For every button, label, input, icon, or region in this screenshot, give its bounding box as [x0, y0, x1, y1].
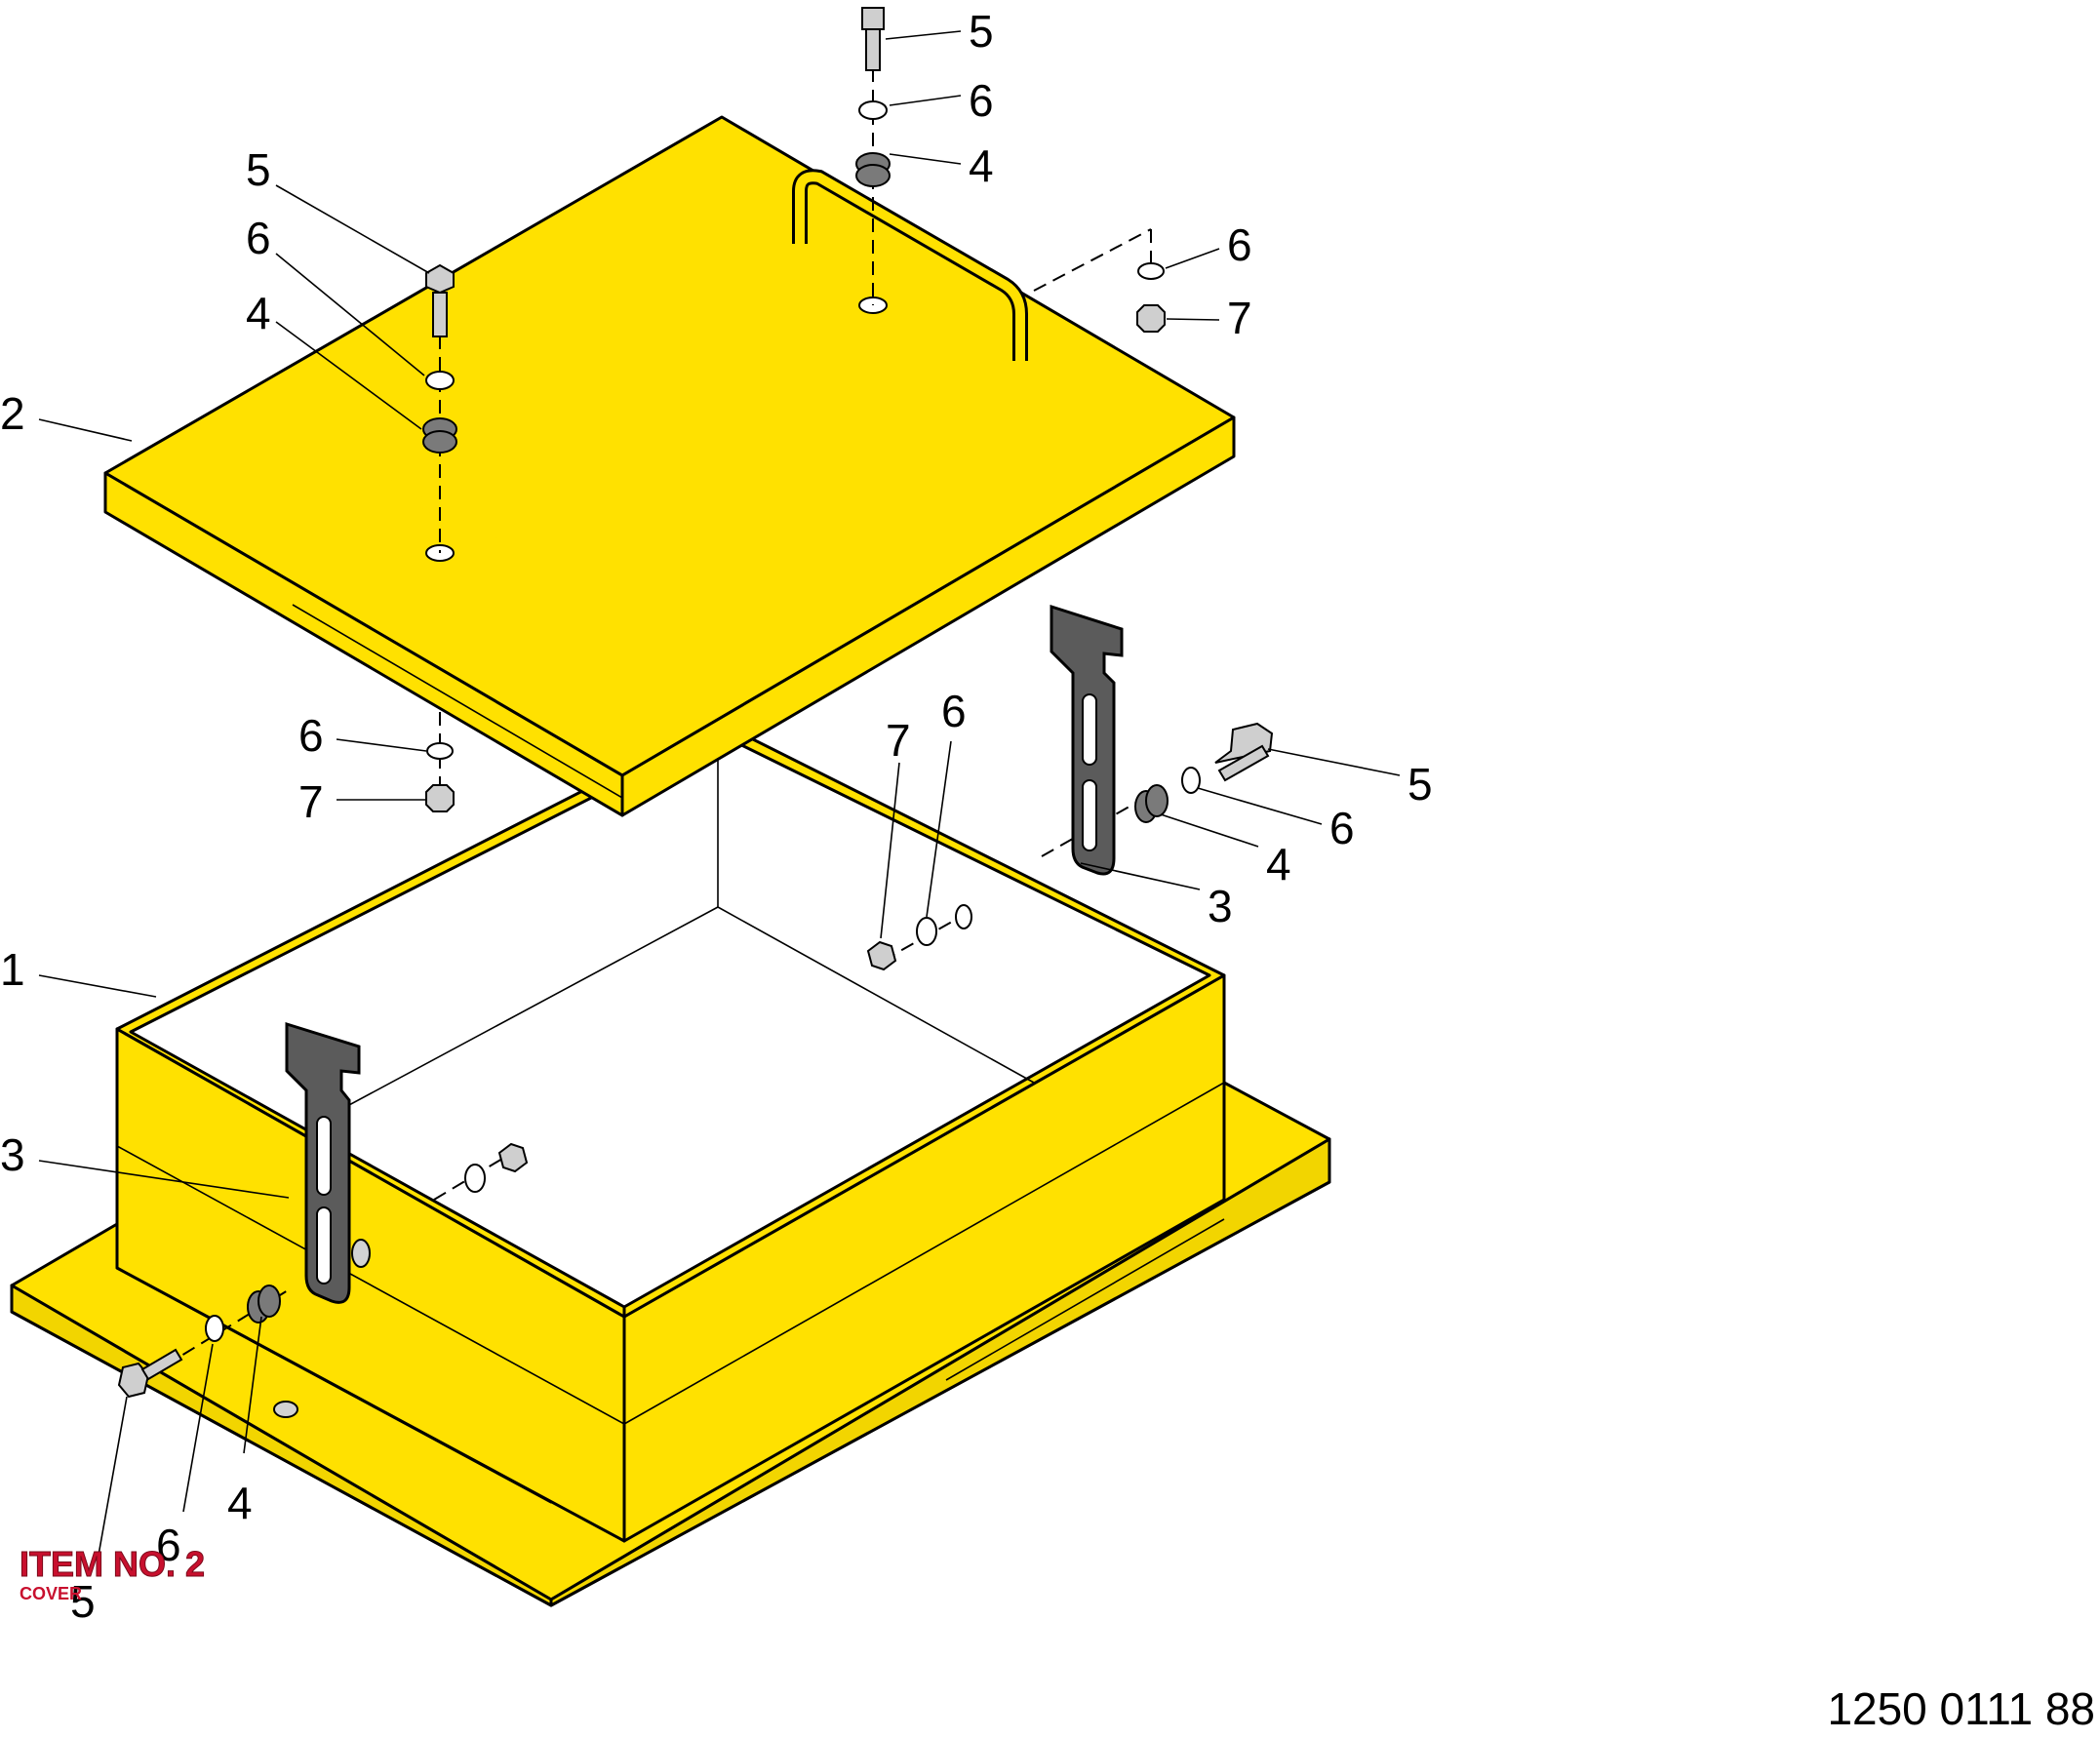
callout-item-6: 6 [1329, 803, 1355, 853]
item-label: ITEM NO. 2 COVER [20, 1544, 206, 1604]
washer-icon [858, 100, 888, 120]
bolt-icon [861, 7, 885, 71]
grommet-icon [247, 1284, 281, 1324]
washer-icon [955, 904, 972, 929]
callout-item-7: 7 [298, 776, 324, 827]
bolt-icon [117, 1348, 183, 1399]
callout-item-4: 4 [1266, 839, 1291, 889]
callout-item-6: 6 [298, 710, 324, 761]
washer-icon [1181, 767, 1201, 794]
latch-bracket-icon [1050, 604, 1124, 876]
callout-item-4: 4 [227, 1478, 253, 1528]
item-label-title: ITEM NO. 2 [20, 1544, 205, 1584]
washer-icon [464, 1164, 486, 1193]
callout-numbers: 1 2 3 3 4 4 4 4 5 5 5 5 6 6 6 6 6 6 6 7 … [0, 6, 1433, 1627]
washer-icon [425, 371, 455, 390]
latch-bracket-icon [285, 1021, 361, 1304]
nut-icon [425, 784, 455, 812]
drawing-number: 1250 0111 88 [1827, 1683, 2095, 1734]
callout-item-4: 4 [969, 140, 994, 191]
washer-icon [916, 917, 937, 946]
callout-item-6: 6 [246, 213, 271, 263]
bolt-icon [1214, 722, 1274, 782]
callout-item-5: 5 [70, 1576, 96, 1627]
grommet-icon [422, 417, 457, 454]
callout-item-6: 6 [941, 686, 967, 736]
callout-item-5: 5 [246, 144, 271, 195]
callout-item-4: 4 [246, 288, 271, 338]
washer-icon [1137, 262, 1165, 280]
callout-item-1: 1 [0, 944, 25, 995]
callout-item-3: 3 [1208, 881, 1233, 931]
leader-lines [38, 30, 1401, 1561]
callout-item-5: 5 [969, 6, 994, 57]
washer-icon [205, 1315, 224, 1342]
callout-item-3: 3 [0, 1129, 25, 1180]
callout-item-6: 6 [156, 1520, 181, 1570]
callout-item-2: 2 [0, 388, 25, 439]
nut-icon [866, 940, 897, 971]
grommet-icon [855, 152, 891, 187]
callout-item-6: 6 [969, 75, 994, 126]
callout-item-6: 6 [1227, 219, 1252, 270]
washer-icon [426, 742, 454, 760]
bolt-icon [425, 263, 455, 337]
item-label-subtitle: COVER [20, 1584, 82, 1603]
nut-icon [497, 1142, 529, 1173]
grommet-icon [1134, 784, 1169, 823]
cover [103, 115, 1236, 817]
nut-icon [1136, 304, 1166, 333]
callout-item-7: 7 [1227, 293, 1252, 343]
callout-item-5: 5 [1407, 759, 1433, 810]
callout-item-7: 7 [886, 715, 911, 766]
lower-box [115, 720, 1226, 1543]
hardware [117, 7, 1274, 1399]
